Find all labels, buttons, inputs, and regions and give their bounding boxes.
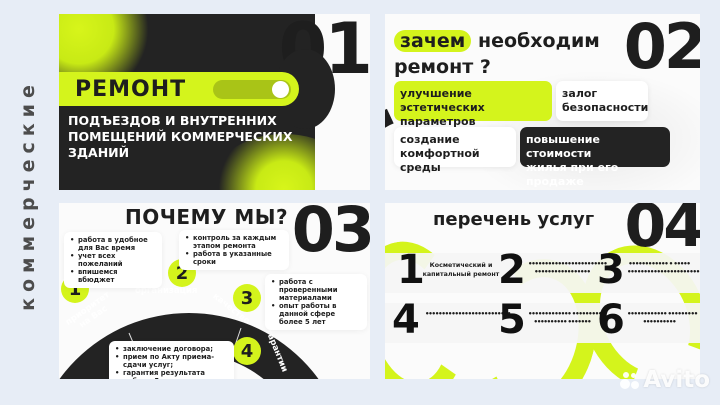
- bullet-item: работа в указанные сроки: [185, 250, 283, 266]
- slide-title: ПОЧЕМУ МЫ?: [125, 205, 289, 229]
- slide-number: 02: [623, 14, 700, 83]
- side-vertical-label: коммерческие: [8, 30, 48, 360]
- step-number-badge: 4: [233, 337, 261, 365]
- service-line: ••••••••••: [642, 318, 677, 326]
- toggle-knob: [272, 81, 289, 98]
- bullet-item: работа в удобное для Вас время: [70, 236, 156, 252]
- bullet-item: прием по Акту приема-сдачи услуг;: [115, 353, 228, 369]
- card-line: параметров: [400, 115, 476, 128]
- subtitle-line: ЗДАНИЙ: [68, 145, 130, 160]
- heading-text: ремонт ?: [394, 56, 491, 78]
- side-label-text: коммерческие: [17, 79, 40, 311]
- card-line: комфортной среды: [400, 147, 480, 174]
- slide-03-panel[interactable]: ПОЧЕМУ МЫ? 03 1 2 3 4 приоритет на Вас о…: [59, 203, 370, 379]
- service-line: •••••••••••• • •••••: [628, 260, 691, 268]
- segment-label-organization: организация: [135, 286, 197, 296]
- slide-01-panel[interactable]: 01 РЕМОНТ ПОДЪЕЗДОВ И ВНУТРЕННИХ ПОМЕЩЕН…: [59, 14, 370, 190]
- bullet-box-priority: работа в удобное для Вас время учет всех…: [64, 232, 162, 288]
- slide-title: перечень услуг: [433, 209, 595, 230]
- subtitle-line: ПОДЪЕЗДОВ И ВНУТРЕННИХ: [68, 113, 277, 128]
- step-number-badge: 3: [233, 284, 261, 312]
- service-placeholder: ••••••••••••••••••••••••••: [425, 310, 511, 318]
- bullet-item: впишемся вбюджет: [70, 268, 156, 284]
- service-number: 3: [597, 247, 625, 293]
- services-row: [385, 253, 700, 293]
- service-number: 2: [498, 247, 526, 293]
- service-line: •••••••••••••••••: [534, 268, 591, 276]
- service-line: ••••••••••••••••••••••••••: [425, 310, 511, 318]
- service-line: •••••••••••••••••••••••: [627, 268, 700, 276]
- avito-brand-text: Avito: [643, 367, 710, 393]
- bullet-box-organization: контроль за каждым этапом ремонта работа…: [179, 230, 289, 270]
- reason-card-aesthetics: улучшение эстетических параметров: [394, 81, 552, 128]
- service-number: 6: [597, 297, 625, 343]
- slide-heading: зачем необходим ремонт ?: [394, 28, 600, 80]
- avito-watermark: Avito: [620, 367, 710, 393]
- slide-04-panel[interactable]: перечень услуг 04 1 Косметический и капи…: [385, 203, 700, 379]
- label-line: организация: [135, 286, 198, 296]
- service-line: ••••••••••••••••••••••••: [528, 260, 608, 268]
- reason-card-value: повышение стоимости жилья при его продаж…: [520, 127, 670, 188]
- avito-dots-icon: [620, 371, 640, 389]
- card-line: залог: [562, 87, 598, 100]
- card-line: жилья при его продаже: [526, 161, 619, 188]
- bullet-box-quality: работа с проверенными материалами опыт р…: [265, 274, 367, 330]
- slide-subtitle: ПОДЪЕЗДОВ И ВНУТРЕННИХ ПОМЕЩЕНИЙ КОММЕРЧ…: [68, 113, 338, 161]
- slide-number: 03: [291, 203, 370, 266]
- service-line: ••••••••••••• •••••••••: [528, 310, 602, 318]
- card-line: создание: [400, 133, 460, 146]
- service-line: •••••••••• •••••••: [533, 318, 592, 326]
- heading-highlight: зачем: [394, 30, 472, 52]
- service-placeholder: •••••••••••• ••••••••• ••••••••••: [627, 310, 698, 326]
- bullet-item: опыт работы в данной сфере более 5 лет: [271, 302, 361, 326]
- reason-card-comfort: создание комфортной среды: [394, 127, 516, 174]
- heading-text: необходим: [477, 30, 600, 52]
- service-placeholder: •••••••••••••••••••••••• •••••••••••••••…: [528, 260, 608, 276]
- service-placeholder: •••••••••••• • ••••• •••••••••••••••••••…: [627, 260, 700, 276]
- service-line: Косметический и: [429, 262, 493, 269]
- card-line: улучшение эстетических: [400, 87, 485, 114]
- service-number: 5: [498, 297, 526, 343]
- services-row: [385, 303, 700, 343]
- card-line: повышение стоимости: [526, 133, 600, 160]
- subtitle-line: ПОМЕЩЕНИЙ КОММЕРЧЕСКИХ: [68, 129, 293, 144]
- title-pill: РЕМОНТ: [59, 72, 299, 106]
- service-placeholder: ••••••••••••• ••••••••• •••••••••• •••••…: [528, 310, 602, 326]
- service-description: Косметический и капитальный ремонт: [421, 261, 501, 279]
- slide-title: РЕМОНТ: [75, 76, 187, 102]
- bullet-item: контроль за каждым этапом ремонта: [185, 234, 283, 250]
- service-line: •••••••••••• •••••••••: [627, 310, 698, 318]
- bullet-box-guarantees: заключение договора; прием по Акту прием…: [109, 341, 234, 379]
- bullet-item: заключение договора;: [115, 345, 228, 353]
- reason-card-safety: залог безопасности: [556, 81, 648, 121]
- bullet-item: работа с проверенными материалами: [271, 278, 361, 302]
- bullet-item: учет всех пожеланий: [70, 252, 156, 268]
- card-line: безопасности: [562, 101, 649, 114]
- service-number: 4: [392, 297, 420, 343]
- slide-number: 04: [624, 203, 701, 261]
- service-number: 1: [397, 247, 425, 293]
- bullet-item: гарантия результата работы 5 лет: [115, 369, 228, 379]
- toggle-switch-icon: [213, 80, 291, 99]
- service-line: капитальный ремонт: [422, 271, 500, 278]
- slide-02-panel[interactable]: 02 зачем необходим ремонт ? улучшение эс…: [385, 14, 700, 190]
